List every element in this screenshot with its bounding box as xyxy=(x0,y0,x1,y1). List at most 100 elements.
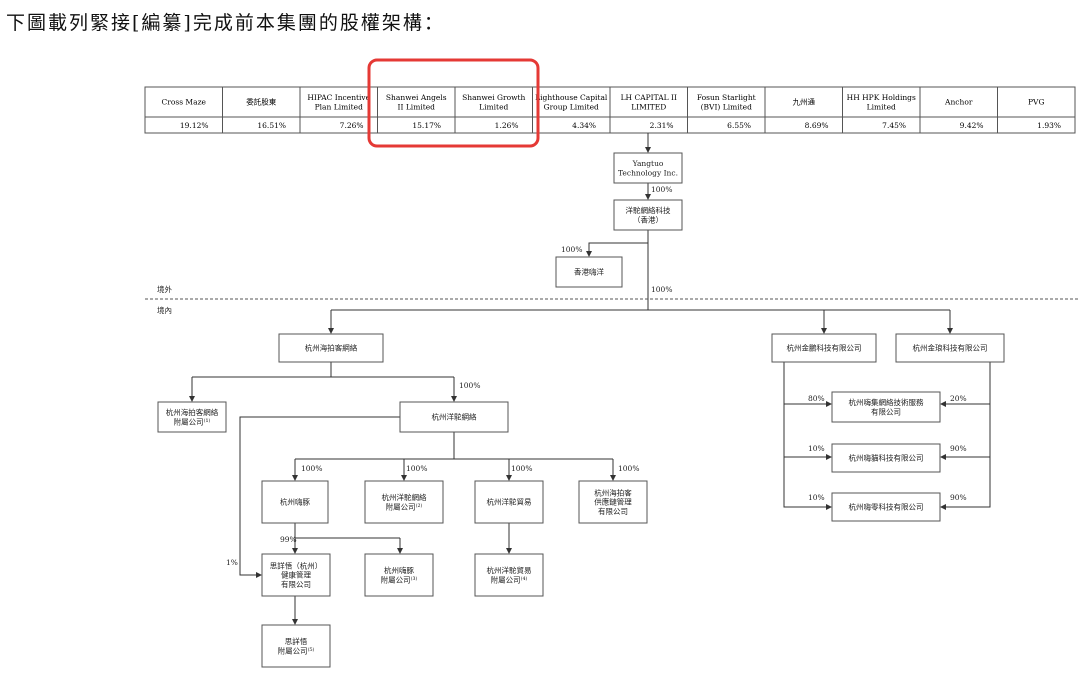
pct-yangtuo-to-sub: 100% xyxy=(406,464,427,473)
pct-jinlang-to-jixiang: 20% xyxy=(950,394,967,403)
percentage-labels: 100% 100% 100% 100% 100% 100% 100% 100% 99% 1% 80%… xyxy=(226,185,967,567)
onshore-label: 境內 xyxy=(157,305,172,315)
page-title: 下圖載列緊接[編纂]完成前本集團的股權架構： xyxy=(6,12,445,34)
shareholder-pct: 9.42% xyxy=(960,121,984,130)
shareholder-pct: 6.55% xyxy=(727,121,751,130)
entity-name: 杭州嗨豚 xyxy=(280,497,310,507)
entity-hz-trade: 杭州洋駝貿易 xyxy=(474,480,544,524)
shareholder-name: 委託股東 xyxy=(246,97,276,107)
shareholder-pct: 4.34% xyxy=(572,121,596,130)
entity-siyang-sub: 思詳悟附屬公司⁽⁵⁾ xyxy=(261,624,331,668)
entity-hz-trade-sub: 杭州洋駝貿易附屬公司⁽⁴⁾ xyxy=(474,553,544,597)
entity-hz-yangtuo: 杭州洋駝網絡 xyxy=(399,401,509,433)
entity-hz-jinpeng: 杭州金鵬科技有限公司 xyxy=(771,333,877,363)
entity-name: 杭州嗨豚附屬公司⁽³⁾ xyxy=(381,565,418,584)
pct-yangtuo-to-trade: 100% xyxy=(511,464,532,473)
entity-hz-haimao: 杭州嗨貓科技有限公司 xyxy=(831,443,941,473)
entity-name: 杭州金琅科技有限公司 xyxy=(913,343,988,353)
entity-siyang-health: 思詳悟（杭州）健康管理有限公司 xyxy=(261,553,331,597)
entity-name: 香港嗨洋 xyxy=(574,267,604,277)
shareholder-pct: 16.51% xyxy=(257,121,286,130)
pct-yangtuo-to-haitun: 100% xyxy=(301,464,322,473)
entity-name: 思詳悟（杭州）健康管理有限公司 xyxy=(270,560,323,589)
entity-hz-haitun-sub: 杭州嗨豚附屬公司⁽³⁾ xyxy=(364,553,434,597)
entity-yangtuo-hk: 洋駝網絡科技（香港） xyxy=(613,199,683,231)
shareholder-pct: 7.45% xyxy=(882,121,906,130)
shareholder-name: Cross Maze xyxy=(162,98,207,107)
shareholder-cell: Fosun Starlight(BVI) Limited 6.55% xyxy=(697,93,756,130)
jinpeng-to-hailing xyxy=(783,362,832,510)
shareholder-pct: 15.17% xyxy=(412,121,441,130)
connector-lines xyxy=(189,133,991,625)
arrow-yangtuo-siyang xyxy=(239,416,400,578)
shareholder-cell: Cross Maze 19.12% xyxy=(162,98,209,130)
pct-hk-to-haiyang: 100% xyxy=(561,245,582,254)
shareholder-name: 九州通 xyxy=(793,97,816,107)
entity-hz-yangtuo-sub: 杭州洋駝網絡附屬公司⁽²⁾ xyxy=(364,480,444,524)
highlight-box xyxy=(367,58,540,148)
pct-haitun-to-siyang: 99% xyxy=(280,535,297,544)
entity-hz-haipaike-sub: 杭州海拍客網絡附屬公司⁽¹⁾ xyxy=(157,401,227,433)
entity-name: 杭州洋駝網絡 xyxy=(432,412,477,422)
pct-hk-to-onshore: 100% xyxy=(651,285,672,294)
entity-name: 杭州洋駝貿易附屬公司⁽⁴⁾ xyxy=(487,565,532,584)
shareholder-name: Anchor xyxy=(944,98,973,107)
entity-hz-jixiang: 杭州嗨集網絡技術服務有限公司 xyxy=(831,391,941,423)
entity-name: 思詳悟附屬公司⁽⁵⁾ xyxy=(278,636,315,655)
entity-name: 杭州海拍客網絡附屬公司⁽¹⁾ xyxy=(166,407,219,426)
pct-jinlang-to-haimao: 90% xyxy=(950,444,967,453)
entity-hz-supply: 杭州海拍客供應鏈管理有限公司 xyxy=(578,480,648,524)
pct-haipaike-to-yangtuo: 100% xyxy=(459,381,480,390)
pct-jinpeng-to-haimao: 10% xyxy=(808,444,825,453)
pct-yangtuo-to-supply: 100% xyxy=(618,464,639,473)
pct-jinpeng-to-jixiang: 80% xyxy=(808,394,825,403)
entity-name: 杭州嗨集網絡技術服務有限公司 xyxy=(849,397,924,416)
shareholder-pct: 1.26% xyxy=(495,121,519,130)
offshore-label: 境外 xyxy=(157,284,172,294)
shareholder-name: PVG xyxy=(1028,98,1044,107)
shareholder-pct: 2.31% xyxy=(650,121,674,130)
entity-hz-hailing: 杭州嗨零科技有限公司 xyxy=(831,492,941,522)
entity-hk-haiyang: 香港嗨洋 xyxy=(555,256,623,288)
pct-jinpeng-to-hailing: 10% xyxy=(808,493,825,502)
jinlang-to-hailing xyxy=(940,362,991,510)
entity-hz-jinlang: 杭州金琅科技有限公司 xyxy=(895,333,1005,363)
pct-yangtuo-to-hk: 100% xyxy=(651,185,672,194)
entity-hz-haitun: 杭州嗨豚 xyxy=(261,480,329,524)
shareholder-pct: 19.12% xyxy=(180,121,209,130)
entity-name: 杭州海拍客供應鏈管理有限公司 xyxy=(594,487,632,516)
entity-name: 杭州嗨貓科技有限公司 xyxy=(849,453,924,463)
shareholder-cell: Anchor 9.42% xyxy=(944,98,983,130)
shareholder-cell: 委託股東 16.51% xyxy=(246,97,286,130)
entity-name: 洋駝網絡科技（香港） xyxy=(626,205,671,224)
arrow-to-hk-haiyang xyxy=(586,242,648,257)
pct-yangtuo-to-siyang: 1% xyxy=(226,558,238,567)
entity-name: 杭州金鵬科技有限公司 xyxy=(787,343,862,353)
pct-jinlang-to-hailing: 90% xyxy=(950,493,967,502)
entity-name: 杭州洋駝貿易 xyxy=(487,497,532,507)
entity-name: 杭州海拍客網絡 xyxy=(305,343,358,353)
entity-name: 杭州嗨零科技有限公司 xyxy=(849,502,924,512)
shareholder-row: Cross Maze 19.12% 委託股東 16.51% HIPAC Incentiv… xyxy=(144,86,1076,134)
shareholder-name: Fosun Starlight(BVI) Limited xyxy=(697,93,756,111)
entity-name: 杭州洋駝網絡附屬公司⁽²⁾ xyxy=(382,492,427,511)
shareholder-pct: 1.93% xyxy=(1037,121,1061,130)
shareholder-cell: PVG 1.93% xyxy=(1028,98,1061,130)
